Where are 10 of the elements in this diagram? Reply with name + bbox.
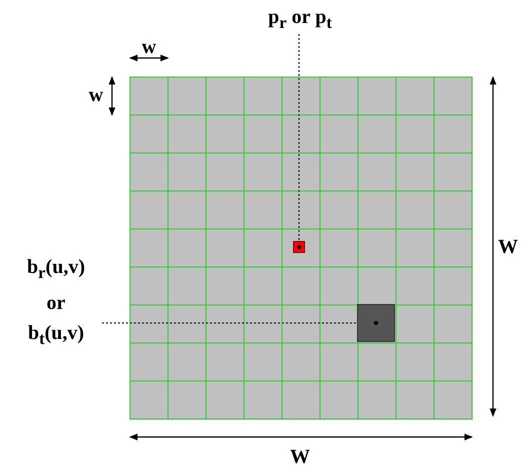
marked-pixel: [293, 241, 305, 253]
dimension-label: W: [498, 236, 518, 258]
leader-line: [298, 34, 300, 242]
highlighted-cell: [357, 304, 395, 342]
dimension-label: w: [88, 84, 104, 106]
callout-label: p$_{r}$ or p$_{t}$: [255, 2, 345, 32]
leader-line: [102, 322, 358, 324]
callout-label: b$_{r}$(u,v) or b$_{t}$(u,v): [20, 252, 92, 342]
dimension-label: w: [140, 36, 158, 58]
dimension-label: W: [289, 446, 311, 468]
